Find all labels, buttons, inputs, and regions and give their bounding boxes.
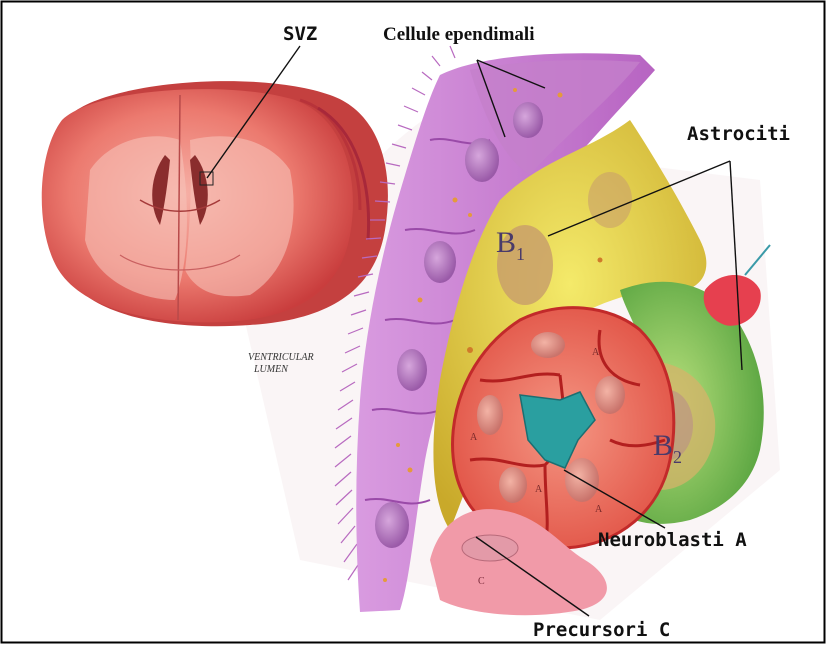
svz-label: SVZ — [283, 23, 317, 45]
neuroblast-a-letter-1: A — [470, 432, 478, 443]
neuroblast-a-letter-2: A — [535, 484, 543, 495]
neuroblast-a-letter-3: A — [595, 504, 603, 515]
astrocytes-label: Astrociti — [687, 123, 790, 145]
precursors-label: Precursori C — [533, 619, 670, 641]
neuroblast-a-letter-4: A — [592, 347, 600, 358]
ventricular-label-line1: VENTRICULAR — [248, 352, 314, 363]
ventricular-label-line2: LUMEN — [253, 364, 289, 375]
neuroblasts-label: Neuroblasti A — [598, 529, 747, 551]
precursor-c-letter: C — [478, 576, 485, 587]
brain-section — [42, 81, 388, 326]
ependymal-label: Cellule ependimali — [383, 24, 534, 45]
